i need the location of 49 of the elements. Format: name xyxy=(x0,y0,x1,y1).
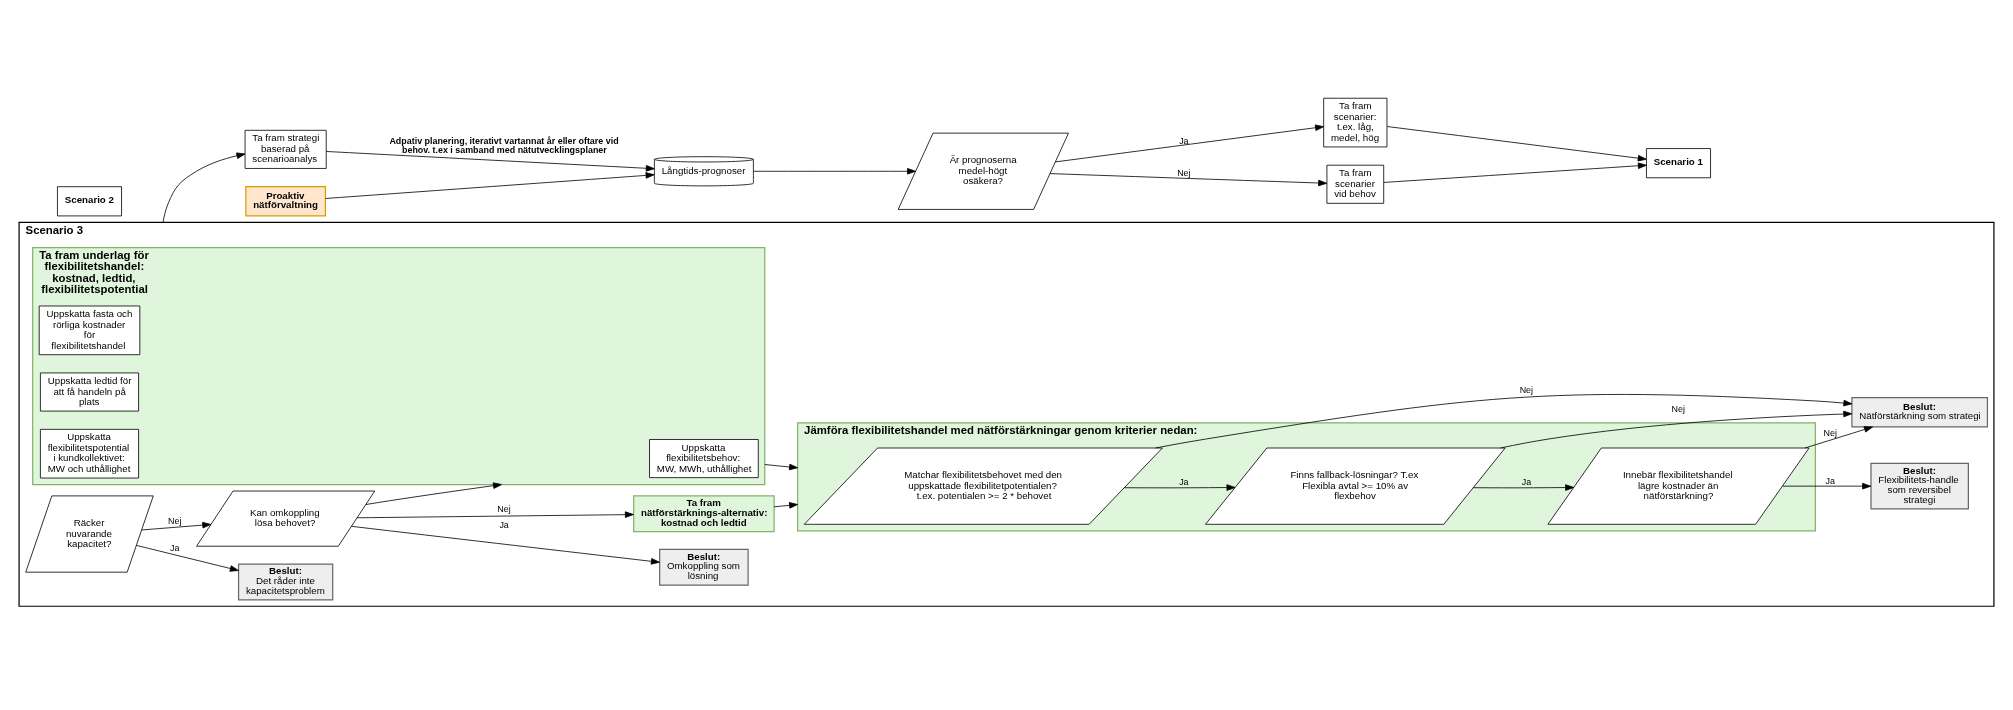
edge-label: Ja xyxy=(1521,476,1532,487)
edge-label: Nej xyxy=(1177,167,1191,178)
arrow xyxy=(1386,125,1647,161)
arrow xyxy=(325,171,655,199)
arrow xyxy=(162,152,246,223)
node-box: Beslut: Flexibilitets-handle som reversibel strategi xyxy=(1870,462,1969,509)
edge-label: Nej xyxy=(497,503,511,514)
node-box: Proaktiv nätförvaltning xyxy=(245,185,327,217)
arrow xyxy=(141,521,212,530)
arrow xyxy=(356,510,634,518)
node-box: Beslut: Nätförstärkning som strategi xyxy=(1851,396,1989,428)
node-box: Ta fram strategi baserad på scenarioanalys xyxy=(244,129,327,169)
edge-label: Nej xyxy=(1823,427,1837,438)
arrow xyxy=(1500,410,1853,448)
node-box: Beslut: Omkoppling som lösning xyxy=(659,548,749,586)
edge-label: Nej xyxy=(168,515,182,526)
arrow xyxy=(1804,425,1873,448)
arrow xyxy=(1155,393,1853,448)
edge-label: Ja xyxy=(1179,135,1189,146)
node-box: Ta fram scenarier: t.ex. låg, medel, hög xyxy=(1323,97,1388,147)
edge-label: Ja xyxy=(1179,476,1189,487)
node-box: Uppskatta ledtid för att få handeln på plats xyxy=(40,372,139,411)
edge-label: Ja xyxy=(499,519,509,530)
arrow xyxy=(365,481,502,505)
arrow xyxy=(351,525,660,565)
arrow xyxy=(1049,172,1328,186)
node-box: Uppskatta fasta och rörliga kostnader för flexibilitetshandel xyxy=(38,305,141,355)
node-box: Uppskatta flexibilitetspotential i kundkollektivet: MW och uthållighet xyxy=(40,428,139,478)
arrow xyxy=(764,463,799,470)
edge-label: Nej xyxy=(1519,384,1534,395)
arrow xyxy=(1055,124,1324,162)
arrow xyxy=(1383,162,1647,183)
edge-label: Ja xyxy=(170,542,180,553)
node-box: Scenario 2 xyxy=(57,185,122,216)
arrow xyxy=(753,167,916,175)
arrow xyxy=(773,501,799,509)
edge-label: Nej xyxy=(1671,403,1685,414)
edge-label: Adpativ planering, iterativt vartannat år eller oftare vid behov. t.ex i samband med nätutvecklingsplaner xyxy=(389,135,619,155)
node-box: Beslut: Det råder inte kapacitetsproblem xyxy=(237,562,334,600)
node-box: Ta fram scenarier vid behov xyxy=(1326,164,1385,204)
arrow xyxy=(1123,483,1236,491)
node-box: Scenario 1 xyxy=(1646,147,1711,178)
edge-label: Ja xyxy=(1825,475,1835,486)
node-box: Uppskatta flexibilitetsbehov: MW, MWh, uthållighet xyxy=(649,438,759,478)
arrow xyxy=(1472,483,1575,491)
arrow xyxy=(1782,482,1872,489)
arrow xyxy=(136,544,239,572)
arrow xyxy=(326,150,655,172)
node-box: Ta fram nätförstärknings-alternativ: kostnad och ledtid xyxy=(633,494,775,532)
